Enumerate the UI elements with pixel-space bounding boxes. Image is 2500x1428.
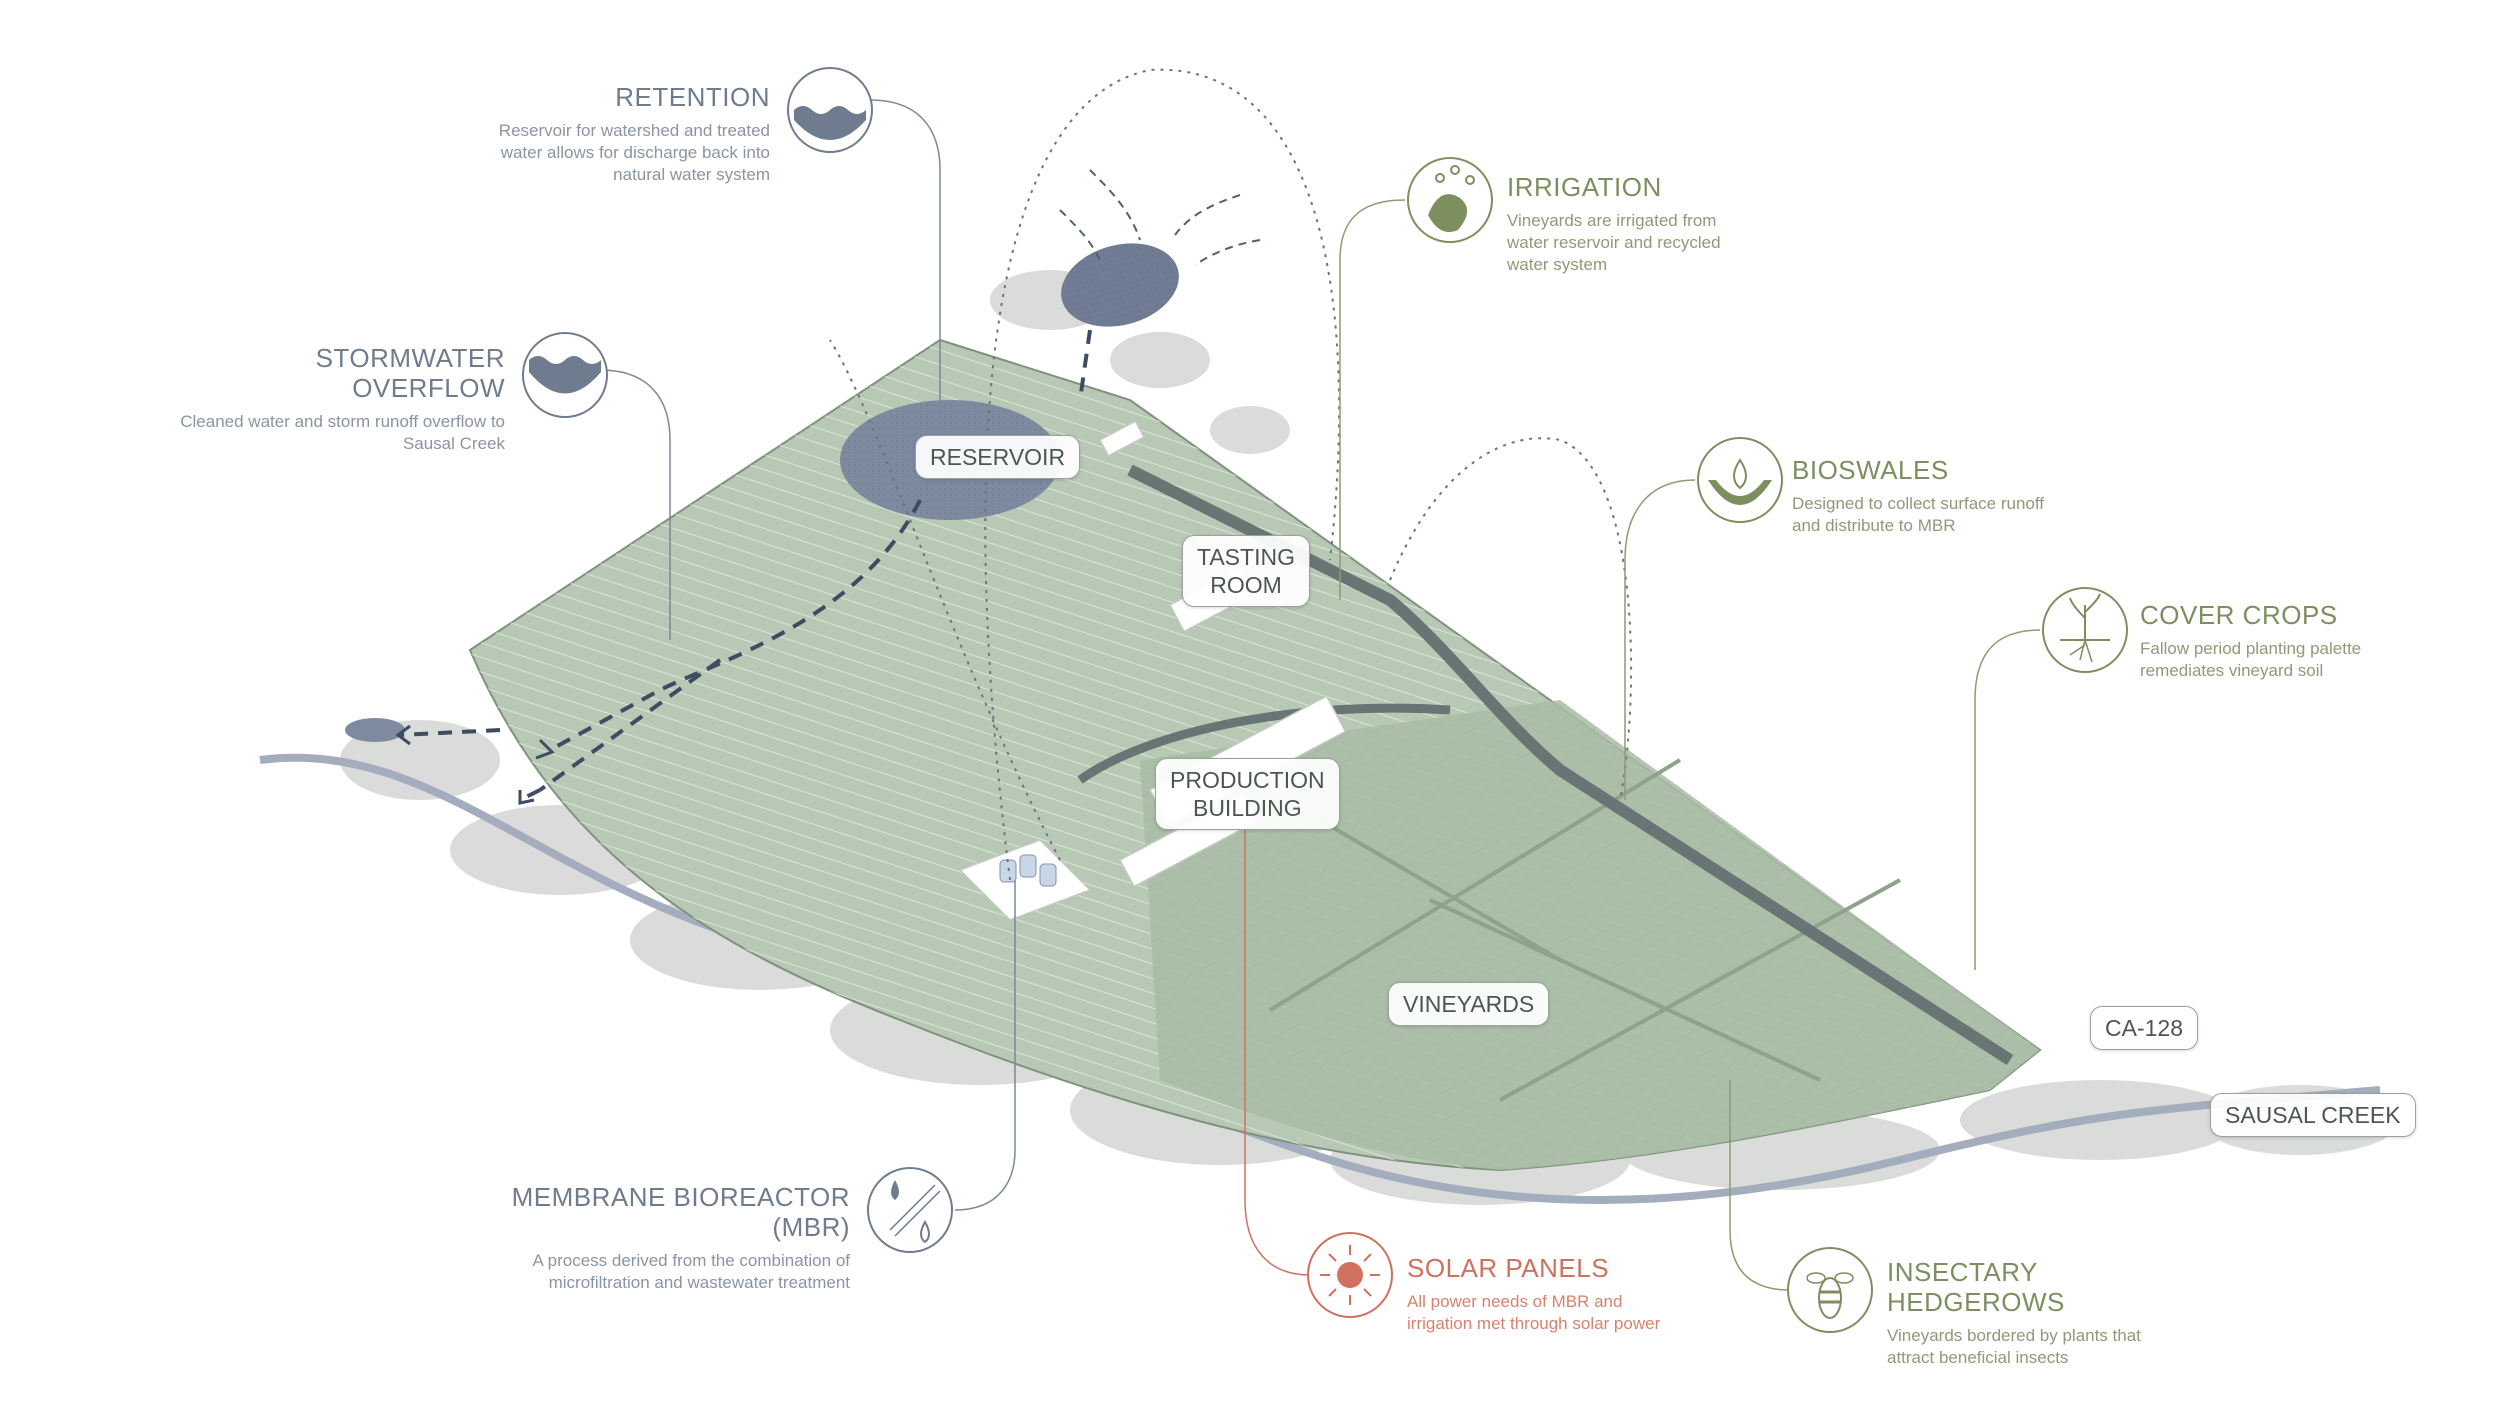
callout-stormwater: STORMWATER OVERFLOW Cleaned water and st… [180, 343, 505, 455]
callout-desc: Reservoir for watershed and treated wate… [498, 121, 770, 184]
callout-desc: Vineyards are irrigated from water reser… [1507, 211, 1721, 274]
callout-title: BIOSWALES [1792, 455, 1949, 485]
sun-icon [1307, 1232, 1393, 1318]
label-tasting-room: TASTING ROOM [1182, 535, 1310, 607]
swale-drop-icon [1697, 437, 1783, 523]
label-reservoir: RESERVOIR [915, 435, 1081, 479]
callout-desc: All power needs of MBR and irrigation me… [1407, 1292, 1661, 1333]
label-sausal-creek: SAUSAL CREEK [2210, 1093, 2416, 1137]
small-pond [345, 718, 405, 742]
bee-icon [1787, 1247, 1873, 1333]
callout-title: COVER CROPS [2140, 600, 2338, 630]
callout-title: STORMWATER OVERFLOW [315, 343, 505, 403]
leader-lines [599, 99, 2041, 1291]
label-ca-128: CA-128 [2090, 1006, 2198, 1050]
drops-leaf-icon [1407, 157, 1493, 243]
sausal-creek [259, 753, 2381, 1204]
sprout-roots-icon [2042, 587, 2128, 673]
water-waves-icon [787, 67, 873, 153]
callout-desc: Cleaned water and storm runoff overflow … [180, 412, 505, 453]
road [1127, 464, 2014, 1066]
callout-title: IRRIGATION [1507, 172, 1662, 202]
callout-mbr: MEMBRANE BIOREACTOR (MBR) A process deri… [470, 1182, 850, 1294]
callout-desc: A process derived from the combination o… [532, 1251, 851, 1292]
callout-bioswales: BIOSWALES Designed to collect surface ru… [1792, 455, 2052, 537]
label-production-building: PRODUCTION BUILDING [1155, 758, 1340, 830]
callout-desc: Designed to collect surface runoff and d… [1792, 494, 2044, 535]
callout-hedgerows: INSECTARY HEDGEROWS Vineyards bordered b… [1887, 1257, 2177, 1369]
flow-arrowheads [395, 724, 555, 805]
water-waves-icon [522, 332, 608, 418]
callout-cover-crops: COVER CROPS Fallow period planting palet… [2140, 600, 2410, 682]
callout-retention: RETENTION Reservoir for watershed and tr… [460, 82, 770, 186]
inflow-arrows [1059, 169, 1261, 266]
label-line: TASTING [1197, 544, 1295, 570]
callout-title: RETENTION [615, 82, 770, 112]
callout-title: INSECTARY HEDGEROWS [1887, 1257, 2065, 1317]
filter-drops-icon [867, 1167, 953, 1253]
mbr-tanks [999, 854, 1057, 887]
label-line: PRODUCTION [1170, 767, 1325, 793]
label-line: BUILDING [1192, 795, 1302, 821]
callout-title: MEMBRANE BIOREACTOR (MBR) [511, 1182, 850, 1242]
label-vineyards: VINEYARDS [1388, 982, 1550, 1026]
callout-title: SOLAR PANELS [1407, 1253, 1610, 1283]
callout-desc: Fallow period planting palette remediate… [2140, 639, 2362, 680]
callout-desc: Vineyards bordered by plants that attrac… [1887, 1326, 2141, 1367]
label-line: ROOM [1210, 572, 1282, 598]
callout-irrigation: IRRIGATION Vineyards are irrigated from … [1507, 172, 1757, 276]
stormwater-flow [399, 329, 1092, 802]
callout-solar: SOLAR PANELS All power needs of MBR and … [1407, 1253, 1667, 1335]
